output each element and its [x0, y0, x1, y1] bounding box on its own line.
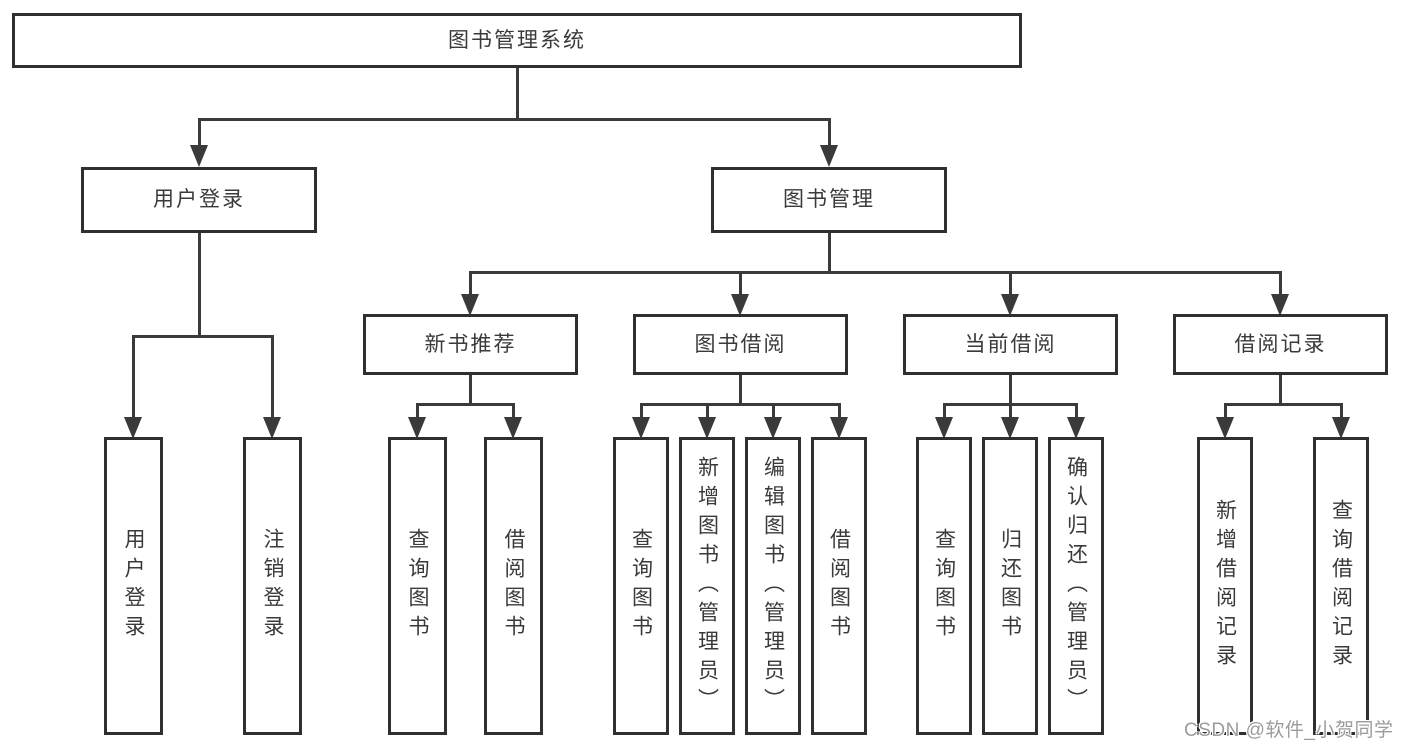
connector-line: [1278, 375, 1282, 406]
node-label: 图书管理: [783, 188, 875, 212]
connector-line: [1278, 271, 1282, 295]
node-label: 归还图书: [998, 528, 1022, 644]
node-label: 用户登录: [122, 528, 145, 644]
node-user-login: 用户登录: [81, 167, 317, 233]
node-label: 新增借阅记录: [1213, 499, 1237, 673]
arrowhead-down-icon: [1001, 417, 1019, 439]
node-label: 查询图书: [406, 528, 429, 644]
connector-line: [942, 403, 1078, 406]
node-book-management: 图书管理: [711, 167, 947, 233]
arrowhead-down-icon: [263, 417, 281, 439]
connector-line: [738, 271, 742, 295]
connector-line: [1008, 271, 1012, 295]
arrowhead-down-icon: [124, 417, 142, 439]
node-label: 新增图书（管理员）: [695, 455, 719, 717]
connector-line: [515, 68, 519, 120]
connector-line: [639, 403, 841, 406]
arrowhead-down-icon: [1271, 294, 1289, 316]
node-label: 确认归还（管理员）: [1064, 455, 1088, 717]
connector-line: [942, 403, 946, 418]
connector-line: [197, 118, 831, 121]
node-current-borrow: 当前借阅: [903, 314, 1118, 375]
connector-line: [1008, 403, 1012, 418]
leaf-borrow-book: 借阅图书: [811, 437, 867, 735]
arrowhead-down-icon: [935, 417, 953, 439]
connector-line: [197, 118, 201, 149]
node-label: 用户登录: [153, 188, 245, 212]
arrowhead-down-icon: [698, 417, 716, 439]
leaf-confirm-return-admin: 确认归还（管理员）: [1048, 437, 1104, 735]
arrowhead-down-icon: [764, 417, 782, 439]
leaf-add-borrow-record: 新增借阅记录: [1197, 437, 1253, 735]
node-label: 当前借阅: [964, 332, 1057, 356]
leaf-user-login: 用户登录: [104, 437, 163, 735]
node-label: 借阅图书: [502, 528, 525, 644]
connector-line: [639, 403, 643, 418]
connector-line: [270, 335, 274, 418]
connector-line: [511, 403, 515, 418]
node-label: 图书管理系统: [448, 28, 586, 52]
arrowhead-down-icon: [461, 294, 479, 316]
leaf-query-borrow-record: 查询借阅记录: [1313, 437, 1369, 735]
connector-line: [738, 375, 742, 406]
leaf-return-book: 归还图书: [982, 437, 1038, 735]
leaf-borrow-book-recommend: 借阅图书: [484, 437, 543, 735]
node-label: 新书推荐: [424, 332, 517, 356]
arrowhead-down-icon: [1332, 417, 1350, 439]
connector-line: [468, 271, 1282, 274]
node-label: 注销登录: [261, 528, 284, 644]
connector-line: [1223, 403, 1227, 418]
leaf-add-book-admin: 新增图书（管理员）: [679, 437, 735, 735]
connector-line: [468, 271, 472, 295]
leaf-query-book-recommend: 查询图书: [388, 437, 447, 735]
node-root-system: 图书管理系统: [12, 13, 1022, 68]
connector-line: [705, 403, 709, 418]
arrowhead-down-icon: [1216, 417, 1234, 439]
connector-line: [837, 403, 841, 418]
leaf-query-book: 查询图书: [613, 437, 669, 735]
connector-line: [197, 233, 201, 338]
watermark: CSDN @软件_小贺同学: [1184, 720, 1394, 741]
node-borrow-record: 借阅记录: [1173, 314, 1388, 375]
connector-line: [1074, 403, 1078, 418]
node-new-book-recommend: 新书推荐: [363, 314, 578, 375]
node-book-borrow: 图书借阅: [633, 314, 848, 375]
connector-line: [415, 403, 419, 418]
connector-line: [827, 233, 831, 272]
leaf-query-current-borrow: 查询图书: [916, 437, 972, 735]
arrowhead-down-icon: [408, 417, 426, 439]
connector-line: [1339, 403, 1343, 418]
arrowhead-down-icon: [504, 417, 522, 439]
node-label: 编辑图书（管理员）: [761, 455, 785, 717]
connector-line: [827, 118, 831, 149]
node-label: 借阅图书: [827, 528, 851, 644]
connector-line: [468, 375, 472, 406]
arrowhead-down-icon: [1001, 294, 1019, 316]
arrowhead-down-icon: [830, 417, 848, 439]
arrowhead-down-icon: [632, 417, 650, 439]
node-label: 借阅记录: [1234, 332, 1327, 356]
arrowhead-down-icon: [190, 145, 208, 167]
leaf-logout: 注销登录: [243, 437, 302, 735]
connector-line: [1008, 375, 1012, 406]
connector-line: [1223, 403, 1343, 406]
node-label: 查询图书: [629, 528, 653, 644]
connector-line: [131, 335, 274, 338]
leaf-edit-book-admin: 编辑图书（管理员）: [745, 437, 801, 735]
node-label: 图书借阅: [694, 332, 787, 356]
node-label: 查询图书: [932, 528, 956, 644]
arrowhead-down-icon: [1067, 417, 1085, 439]
arrowhead-down-icon: [820, 145, 838, 167]
connector-line: [131, 335, 135, 418]
node-label: 查询借阅记录: [1329, 499, 1353, 673]
connector-line: [771, 403, 775, 418]
connector-line: [415, 403, 515, 406]
arrowhead-down-icon: [731, 294, 749, 316]
